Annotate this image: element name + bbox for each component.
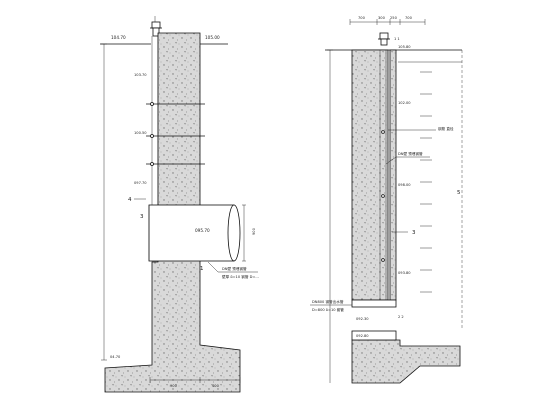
base-dim-right: 400 [212, 384, 220, 388]
pipe-note-2: 壁厚 δ=10 钢管 D=... [222, 274, 259, 279]
top-dim-3: 250 [390, 16, 398, 20]
left-wall-pipe [148, 204, 235, 262]
marker-3: 3 [140, 214, 144, 220]
level-a: 103.70 [134, 73, 147, 77]
marker-4: 4 [128, 197, 132, 203]
level-1: 102.00 [398, 101, 411, 105]
left-section: 104.70 105.00 095.70 900 DN壁 预埋钢管 壁厚 δ=1… [100, 16, 259, 393]
outlet-level: 092.30 [356, 317, 369, 321]
base-dim-left: 900 [170, 384, 178, 388]
top-level: 105.80 [398, 45, 411, 49]
level-2: 098.00 [398, 183, 411, 187]
level-3: 093.80 [398, 271, 411, 275]
section-mark-top: 1 1 [394, 37, 400, 41]
ground-left-level: 104.70 [111, 35, 126, 40]
vent-cap-icon [378, 32, 390, 46]
pipe-level: 095.70 [195, 228, 210, 233]
right-wall-concrete [351, 49, 389, 301]
side-label: 钢筋 直径 [438, 126, 454, 131]
top-dim-4: 700 [405, 16, 413, 20]
level-c: 097.70 [134, 181, 147, 185]
marker-1: 1 [200, 266, 204, 272]
outlet-note-1: DN800 钢管出水管 [312, 299, 344, 304]
vent-cap-icon [150, 21, 162, 37]
rung-fittings [146, 102, 205, 166]
top-dim-1: 700 [358, 16, 366, 20]
level-b: 100.50 [134, 131, 147, 135]
right-base-concrete [351, 339, 461, 384]
right-section: 700 300 250 700 1 1 105.80 [310, 16, 463, 384]
right-pipe-note: DN壁 预埋钢管 [398, 151, 423, 156]
top-dim-2: 300 [378, 16, 386, 20]
section-mark-2: 2 2 [398, 315, 404, 319]
ground-right-level: 105.00 [205, 35, 220, 40]
right-side-marker: 5 [457, 190, 461, 196]
bottom-level: 04.70 [110, 355, 121, 359]
pipe-dim: 900 [252, 227, 256, 235]
soil-hatch [420, 71, 432, 293]
outlet-note-2: D=800 δ=10 套管 [312, 307, 344, 312]
pipe-note-1: DN壁 预埋钢管 [222, 266, 247, 271]
right-marker-3: 3 [412, 230, 416, 236]
right-bottom-level: 092.80 [356, 334, 369, 338]
